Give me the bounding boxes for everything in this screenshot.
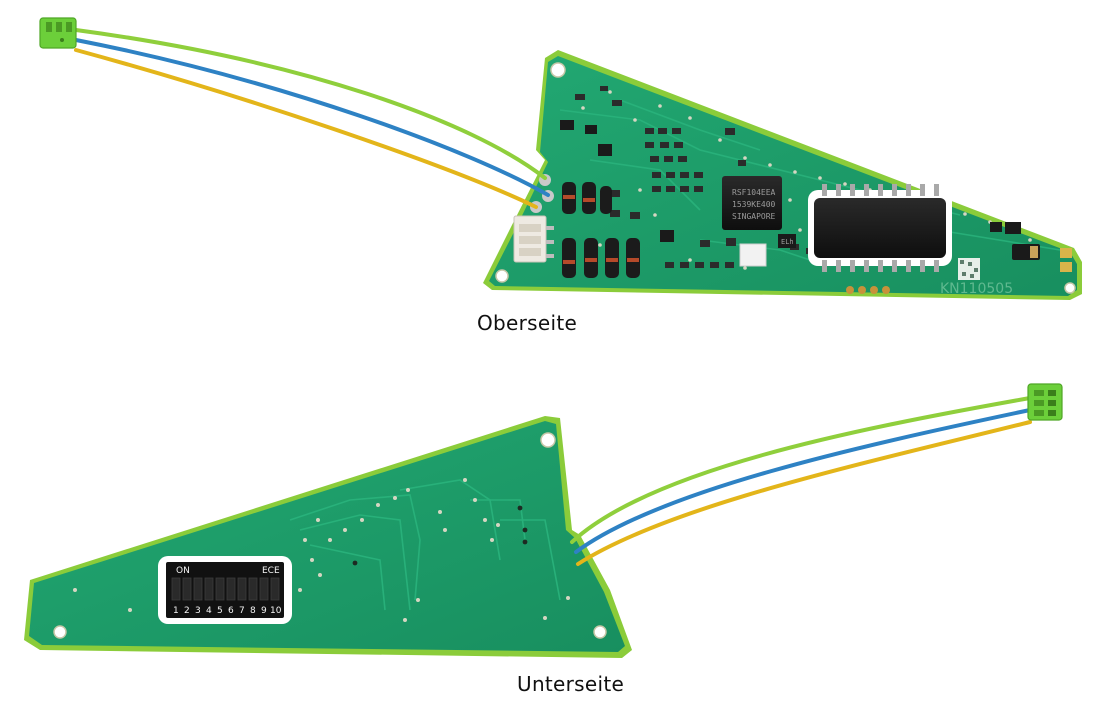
top-green-plug-connector xyxy=(39,17,77,49)
dip-lever-4[interactable] xyxy=(204,577,214,601)
bottom-pcb-surface xyxy=(29,421,625,652)
bottom-pcb-board: ON ECE 1 2 3 4 5 6 7 xyxy=(24,416,632,658)
mounting-hole xyxy=(550,62,566,78)
chip-marking-line-3: SINGAPORE xyxy=(732,212,776,221)
mounting-hole xyxy=(540,432,556,448)
dip-number: 4 xyxy=(206,606,212,616)
dip-number: 7 xyxy=(239,606,245,616)
white-connector-socket xyxy=(513,215,554,263)
dip-number: 3 xyxy=(195,606,201,616)
dip-number: 5 xyxy=(217,606,223,616)
ic-label-text: ELh xyxy=(781,238,794,246)
dip-number: 10 xyxy=(270,606,282,616)
bottom-wire-harness xyxy=(570,396,1032,566)
dip-lever-10[interactable] xyxy=(270,577,280,601)
dip-number: 9 xyxy=(261,606,267,616)
chip-marking-line-2: 1539KE400 xyxy=(732,200,776,209)
bottom-green-plug-connector xyxy=(1027,383,1063,421)
dip-lever-5[interactable] xyxy=(215,577,225,601)
dip-switch-levers[interactable] xyxy=(171,577,280,601)
dip-ece-label: ECE xyxy=(262,566,280,576)
top-smd-components xyxy=(560,86,1072,272)
caption-bottom-side: Unterseite xyxy=(517,672,625,696)
mounting-hole xyxy=(593,625,607,639)
microcontroller-chip: RSF104EEA 1539KE400 SINGAPORE xyxy=(722,176,782,230)
dip-number: 6 xyxy=(228,606,234,616)
top-pcb-vias xyxy=(538,90,1032,270)
dip-position-numbers: 1 2 3 4 5 6 7 8 9 10 xyxy=(173,606,282,616)
top-wire-harness xyxy=(74,28,550,209)
bottom-pcb-vias xyxy=(73,478,570,622)
large-ic-package xyxy=(808,184,952,272)
mounting-hole xyxy=(1064,282,1076,294)
top-diodes xyxy=(562,182,640,278)
dip-lever-3[interactable] xyxy=(193,577,203,601)
gold-test-pads xyxy=(846,286,890,294)
dip-lever-1[interactable] xyxy=(171,577,181,601)
small-ic-with-label: ELh xyxy=(739,234,796,267)
dip-number: 8 xyxy=(250,606,256,616)
mounting-hole xyxy=(495,269,509,283)
dip-lever-2[interactable] xyxy=(182,577,192,601)
dip-lever-6[interactable] xyxy=(226,577,236,601)
top-pcb-board: RSF104EEA 1539KE400 SINGAPORE ELh xyxy=(483,50,1082,300)
top-pcb-surface xyxy=(489,56,1077,296)
caption-top-side: Oberseite xyxy=(477,311,578,335)
dip-lever-9[interactable] xyxy=(259,577,269,601)
bottom-pcb-traces xyxy=(289,479,561,611)
dip-number: 2 xyxy=(184,606,190,616)
part-number-text: KN110505 xyxy=(940,281,1013,297)
datamatrix-code xyxy=(958,258,980,280)
chip-marking-line-1: RSF104EEA xyxy=(732,188,776,197)
dip-on-label: ON xyxy=(176,566,190,576)
dip-lever-8[interactable] xyxy=(248,577,258,601)
dip-lever-7[interactable] xyxy=(237,577,247,601)
mounting-hole xyxy=(53,625,67,639)
dip-number: 1 xyxy=(173,606,179,616)
dip-switch[interactable]: ON ECE 1 2 3 4 5 6 7 xyxy=(158,556,292,624)
